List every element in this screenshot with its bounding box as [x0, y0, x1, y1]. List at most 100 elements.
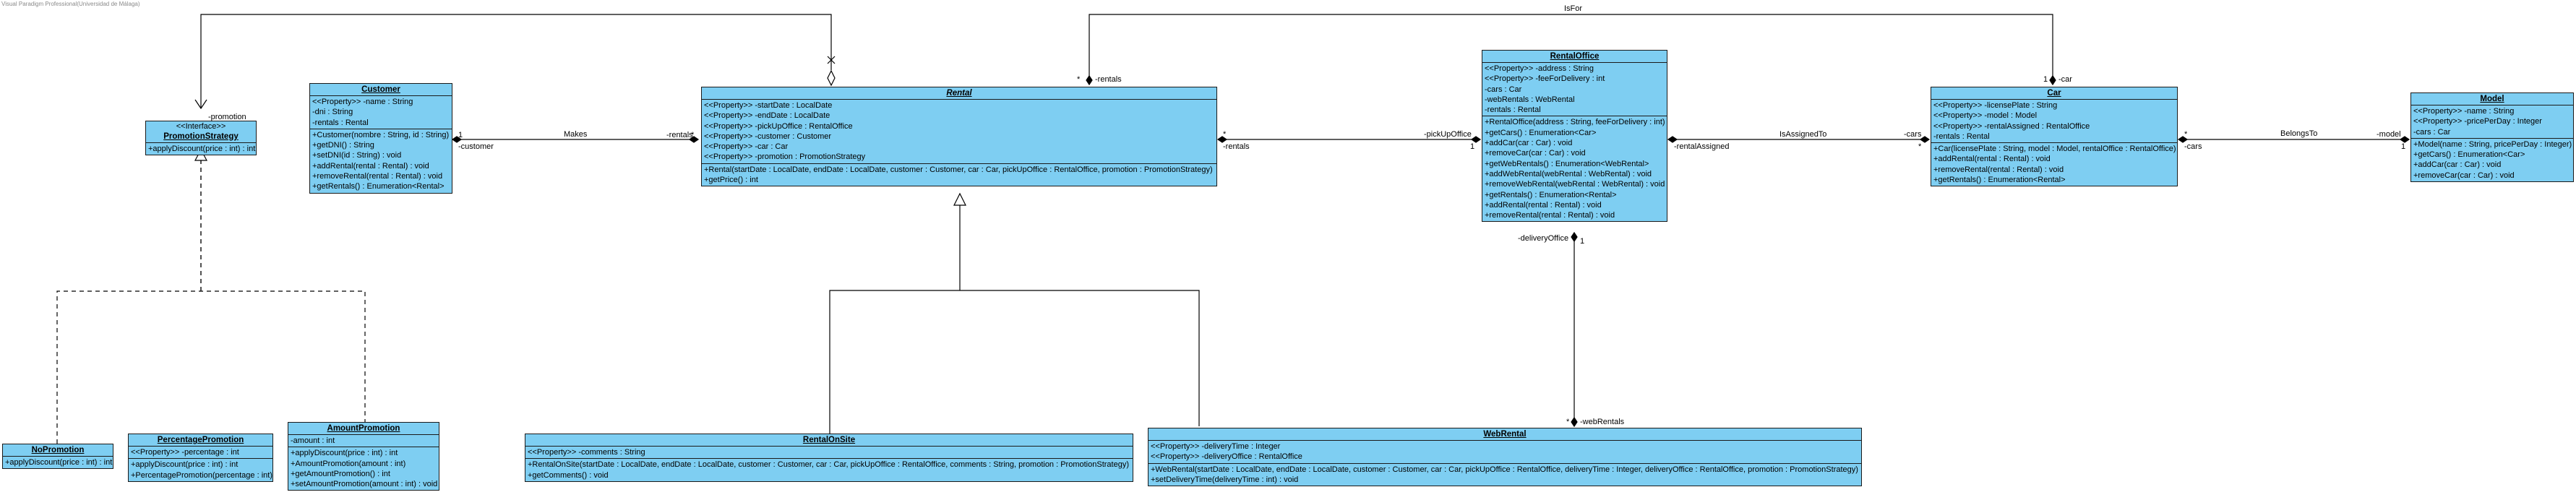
operation: +getAmountPromotion() : int	[291, 469, 390, 478]
class-name: Car	[2047, 89, 2061, 98]
operation: +addWebRental(webRental : WebRental) : v…	[1485, 169, 1652, 178]
operation: +PercentagePromotion(percentage : int)	[131, 470, 272, 480]
class-rental[interactable]: Rental <<Property>> -startDate : LocalDa…	[701, 87, 1217, 187]
label-top-rentals-mult: *	[1077, 75, 1081, 84]
class-name: AmountPromotion	[327, 424, 400, 433]
class-name: Model	[2480, 95, 2504, 103]
operation: +addCar(car : Car) : void	[2413, 160, 2502, 170]
operations: +Model(name : String, pricePerDay : Inte…	[2411, 139, 2573, 181]
operation: +addRental(rental : Rental) : void	[1933, 155, 2051, 164]
class-promotion-strategy[interactable]: <<Interface>> PromotionStrategy +applyDi…	[145, 121, 257, 156]
class-name: PromotionStrategy	[163, 132, 239, 141]
operation: +RentalOnSite(startDate : LocalDate, end…	[528, 460, 1129, 470]
edge-is-for	[1089, 14, 2053, 85]
attribute: -amount : int	[291, 436, 335, 445]
operation: +getDNI() : String	[312, 141, 374, 150]
label-rentals-role: -rentals	[666, 131, 693, 139]
operations: +applyDiscount(price : int) : int +Amoun…	[288, 447, 439, 490]
label-customer-role: -customer	[458, 142, 494, 151]
attribute: -rentals : Rental	[1485, 105, 1541, 115]
attribute: <<Property>> -percentage : int	[131, 448, 239, 457]
label-cars-mult: *	[1918, 142, 1922, 151]
edge-realization-promotion	[56, 160, 366, 444]
class-name: Rental	[946, 89, 972, 98]
operations: +applyDiscount(price : int) : int	[146, 143, 256, 155]
attribute: <<Property>> -name : String	[312, 98, 413, 106]
attributes: <<Property>> -licensePlate : String <<Pr…	[1931, 100, 2177, 144]
attribute: <<Property>> -startDate : LocalDate	[704, 101, 833, 110]
operation: +getWebRentals() : Enumeration<WebRental…	[1485, 159, 1649, 168]
label-cars-role: -cars	[1904, 130, 1922, 139]
attributes: <<Property>> -address : String <<Propert…	[1482, 63, 1667, 117]
label-customer-mult: 1	[458, 131, 463, 139]
operations: +RentalOnSite(startDate : LocalDate, end…	[525, 459, 1133, 481]
label-car-role: -car	[2058, 75, 2072, 84]
attribute: <<Property>> -pickUpOffice : RentalOffic…	[704, 121, 853, 131]
attribute: <<Property>> -deliveryOffice : RentalOff…	[1151, 452, 1302, 462]
attribute: <<Property>> -name : String	[2413, 107, 2515, 116]
label-model-mult: 1	[2401, 142, 2406, 151]
attribute: -rentals : Rental	[1933, 132, 1990, 141]
operations: +Rental(startDate : LocalDate, endDate :…	[702, 164, 1216, 186]
operation: +setDeliveryTime(deliveryTime : int) : v…	[1151, 475, 1299, 484]
composition-diamond	[827, 69, 836, 87]
label-pickup-office-mult: 1	[1470, 142, 1475, 151]
label-is-for: IsFor	[1564, 4, 1583, 13]
class-name: Customer	[361, 85, 400, 94]
label-delivery-office-mult: 1	[1580, 237, 1585, 246]
operation: +getRentals() : Enumeration<Rental>	[1933, 176, 2066, 185]
operations: +Car(licensePlate : String, model : Mode…	[1931, 143, 2177, 186]
class-model[interactable]: Model <<Property>> -name : String <<Prop…	[2410, 92, 2574, 183]
class-rental-office[interactable]: RentalOffice <<Property>> -address : Str…	[1482, 50, 1667, 223]
operation: +removeWebRental(webRental : WebRental) …	[1485, 180, 1665, 189]
class-percentage-promotion[interactable]: PercentagePromotion <<Property>> -percen…	[128, 434, 273, 482]
attribute: <<Property>> -model : Model	[1933, 111, 2038, 121]
class-amount-promotion[interactable]: AmountPromotion -amount : int +applyDisc…	[288, 422, 439, 491]
class-name: RentalOnSite	[802, 436, 856, 444]
operation: +getRentals() : Enumeration<Rental>	[312, 182, 445, 191]
attributes: <<Property>> -percentage : int	[129, 447, 272, 460]
operation: +setDNI(id : String) : void	[312, 151, 402, 160]
operations: +WebRental(startDate : LocalDate, endDat…	[1149, 464, 1861, 486]
attribute: <<Property>> -rentalAssigned : RentalOff…	[1933, 121, 2090, 131]
class-name: RentalOffice	[1550, 52, 1600, 61]
operations: +Customer(nombre : String, id : String) …	[310, 129, 452, 193]
attribute: -cars : Car	[2413, 127, 2451, 137]
attribute: <<Property>> -comments : String	[528, 448, 645, 457]
label-office-rentals-mult: *	[1223, 130, 1227, 139]
operation: +applyDiscount(price : int) : int	[148, 145, 256, 153]
edge-rental-promotion	[200, 14, 832, 108]
class-rental-on-site[interactable]: RentalOnSite <<Property>> -comments : St…	[525, 434, 1133, 482]
attribute: <<Property>> -car : Car	[704, 142, 789, 152]
label-car-mult: 1	[2043, 75, 2048, 84]
class-car[interactable]: Car <<Property>> -licensePlate : String …	[1931, 87, 2178, 187]
attribute: -rentals : Rental	[312, 118, 369, 127]
operation: +RentalOffice(address : String, feeForDe…	[1485, 118, 1665, 127]
label-top-rentals-role: -rentals	[1095, 75, 1122, 84]
class-web-rental[interactable]: WebRental <<Property>> -deliveryTime : I…	[1148, 428, 1862, 487]
class-customer[interactable]: Customer <<Property>> -name : String -dn…	[309, 83, 452, 194]
attribute: <<Property>> -licensePlate : String	[1933, 101, 2058, 110]
operation: +setAmountPromotion(amount : int) : void	[291, 480, 438, 489]
label-web-rentals-mult: *	[1566, 418, 1570, 426]
operation: +removeCar(car : Car) : void	[2413, 171, 2515, 180]
label-belongs-to: BelongsTo	[2280, 129, 2318, 138]
operation: +getRentals() : Enumeration<Rental>	[1485, 190, 1617, 199]
operation: +addCar(car : Car) : void	[1485, 139, 1573, 148]
attributes: -amount : int	[288, 435, 439, 448]
attributes: <<Property>> -comments : String	[525, 447, 1133, 460]
attribute: <<Property>> -deliveryTime : Integer	[1151, 442, 1281, 451]
label-delivery-office-role: -deliveryOffice	[1518, 234, 1569, 243]
operations: +applyDiscount(price : int) : int	[3, 457, 113, 468]
operation: +addRental(rental : Rental) : void	[1485, 200, 1602, 210]
class-no-promotion[interactable]: NoPromotion +applyDiscount(price : int) …	[2, 444, 113, 470]
class-name: WebRental	[1483, 430, 1527, 439]
operation: +getComments() : void	[528, 470, 609, 480]
operation: +getPrice() : int	[704, 176, 758, 185]
label-makes: Makes	[564, 130, 588, 139]
operations: +RentalOffice(address : String, feeForDe…	[1482, 116, 1667, 221]
label-web-rentals-role: -webRentals	[1580, 418, 1625, 426]
operation: +getCars() : Enumeration<Car>	[2413, 150, 2525, 160]
operation: +Rental(startDate : LocalDate, endDate :…	[704, 165, 1213, 174]
label-is-assigned-to: IsAssignedTo	[1779, 130, 1827, 139]
